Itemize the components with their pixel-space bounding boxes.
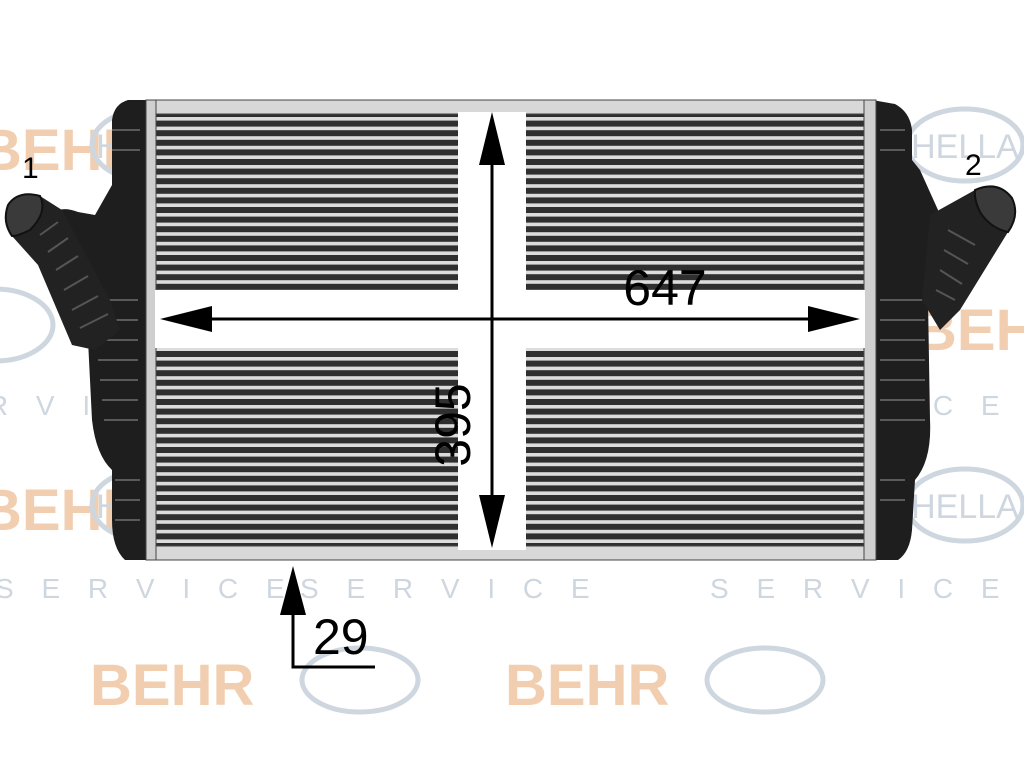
watermark-hella-logo [704,645,826,715]
watermark-hella-logo [299,645,421,715]
width-dimension-label: 647 [623,260,706,316]
watermark-behr: BEHR [505,653,669,718]
arrowhead-right [808,306,860,332]
watermark-service: S E R V I C E [300,573,600,604]
height-dimension-label: 395 [425,383,481,466]
depth-dimension: 29 [280,566,375,669]
right-tank [872,100,938,560]
watermark-hella-logo [0,286,56,364]
arrowhead-up [479,112,505,165]
watermark-hella: HELLA [911,128,1019,166]
arrowhead-depth [280,566,306,615]
port-label-inlet: 1 [22,152,39,185]
watermark-service: S E R V I C E [710,573,1010,604]
dimension-overlay: 647 395 [155,112,865,550]
outlet-pipe [922,185,1017,330]
arrowhead-left [160,306,212,332]
watermark-hella: HELLA [911,488,1019,526]
port-label-outlet: 2 [965,149,982,182]
inlet-pipe [4,193,120,350]
watermark-hella-logo: HELLA [904,466,1024,544]
depth-dimension-label: 29 [313,609,369,665]
arrowhead-down [479,495,505,548]
watermark-hella-logo: HELLA [904,106,1024,184]
watermark-behr: BEHR [90,653,254,718]
watermark-service: S E R V I C E [0,573,295,604]
